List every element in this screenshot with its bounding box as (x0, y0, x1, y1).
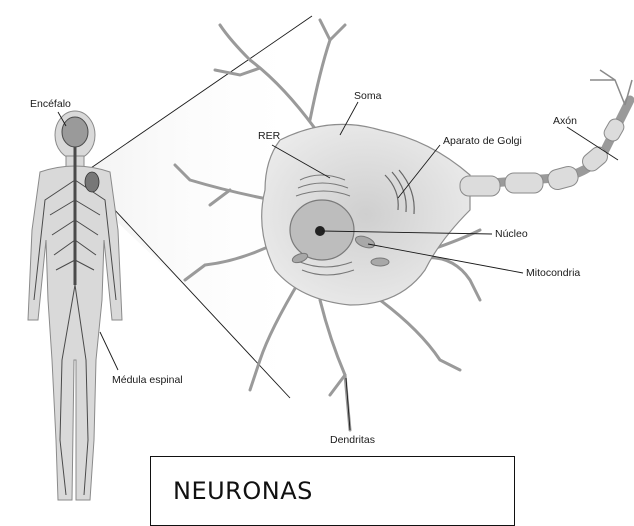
label-soma: Soma (354, 90, 382, 102)
label-rer: RER (258, 130, 281, 142)
label-aparato-de-golgi: Aparato de Golgi (443, 135, 522, 147)
soma-body (262, 124, 470, 305)
label-encefalo: Encéfalo (30, 98, 71, 110)
zoom-marker (85, 172, 99, 192)
leader-medula (100, 332, 118, 370)
label-mitocondria: Mitocondria (526, 267, 580, 279)
title-box: NEURONAS (150, 456, 515, 526)
label-medula-espinal: Médula espinal (112, 374, 183, 386)
axon (460, 70, 632, 196)
label-axon: Axón (553, 115, 577, 127)
label-dendritas: Dendritas (330, 434, 375, 446)
page-title: NEURONAS (173, 477, 313, 505)
label-nucleo: Núcleo (495, 228, 528, 240)
